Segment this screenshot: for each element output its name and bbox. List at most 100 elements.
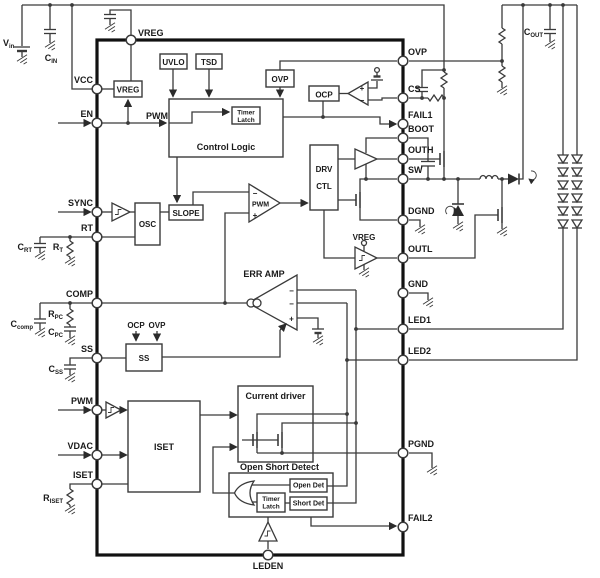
current-driver-label: Current driver bbox=[245, 391, 306, 401]
pin-label-cs: CS bbox=[408, 84, 421, 94]
err-amp-minus2: − bbox=[289, 300, 294, 309]
cpc-label: CPC bbox=[48, 327, 64, 339]
pin-gnd bbox=[397, 287, 409, 299]
drv-label: DRV bbox=[316, 165, 333, 174]
ocp-signal-label: OCP bbox=[127, 321, 145, 330]
open-det-label: Open Det bbox=[293, 483, 325, 490]
pin-en bbox=[91, 117, 103, 129]
pin-comp bbox=[91, 297, 103, 309]
pwm-comp-label: PWM bbox=[252, 202, 269, 209]
pin-label-vdac: VDAC bbox=[67, 441, 93, 451]
riset-label: RISET bbox=[43, 493, 63, 505]
pin-label-vreg: VREG bbox=[138, 28, 164, 38]
slope-block-label: SLOPE bbox=[172, 209, 200, 218]
ctl-label: CTL bbox=[316, 182, 332, 191]
timer2-label: Timer bbox=[262, 496, 280, 503]
pwm-comp-minus: − bbox=[253, 189, 258, 198]
block-labels: VREG UVLO TSD Control Logic Timer Latch … bbox=[117, 58, 376, 511]
pin-label-led2: LED2 bbox=[408, 346, 431, 356]
vreg-block-label: VREG bbox=[117, 86, 140, 95]
pin-vcc bbox=[91, 83, 103, 95]
ovp-block-label: OVP bbox=[272, 75, 290, 84]
timer-latch-block bbox=[231, 106, 261, 125]
pin-led2 bbox=[397, 354, 409, 366]
err-amp-minus1: − bbox=[289, 287, 294, 296]
pin-ovp bbox=[397, 55, 409, 67]
pin-label-iset: ISET bbox=[73, 470, 94, 480]
rt-resistor-label: RT bbox=[53, 242, 64, 254]
rpc-label: RPC bbox=[48, 309, 64, 321]
pin-pgnd bbox=[397, 447, 409, 459]
junction-dots bbox=[48, 3, 565, 455]
latch2-label: Latch bbox=[262, 504, 279, 511]
pin-vreg bbox=[125, 34, 137, 46]
pin-dgnd bbox=[397, 214, 409, 226]
ss-block-label: SS bbox=[139, 354, 150, 363]
control-logic-label: Control Logic bbox=[197, 142, 256, 152]
current-driver-block bbox=[237, 385, 314, 463]
iset-block bbox=[127, 400, 201, 493]
vin-label: Vin bbox=[3, 38, 15, 50]
ocp-comp-plus: + bbox=[360, 84, 365, 93]
cin-label: CIN bbox=[45, 53, 58, 65]
pin-label-pgnd: PGND bbox=[408, 439, 435, 449]
open-short-detect-label: Open Short Detect bbox=[240, 462, 319, 472]
pin-label-pwm: PWM bbox=[71, 396, 93, 406]
pin-label-sync: SYNC bbox=[68, 198, 94, 208]
osc-pwm-section bbox=[102, 157, 309, 303]
iset-block-label: ISET bbox=[154, 442, 175, 452]
tsd-block-label: TSD bbox=[201, 58, 217, 67]
pin-label-en: EN bbox=[80, 109, 93, 119]
pin-label-fail2: FAIL2 bbox=[408, 513, 433, 523]
pin-label-sw: SW bbox=[408, 165, 423, 175]
drv-ctl-block bbox=[309, 144, 339, 211]
err-amp-label: ERR AMP bbox=[243, 269, 284, 279]
input-supply-circuit bbox=[14, 4, 445, 90]
latch-label: Latch bbox=[237, 117, 254, 124]
ic-pins bbox=[91, 34, 409, 561]
pwm-comp-plus: + bbox=[253, 211, 258, 220]
crt-label: CRT bbox=[18, 242, 33, 254]
driver-section bbox=[323, 137, 397, 280]
pin-led1 bbox=[397, 323, 409, 335]
uvlo-block-label: UVLO bbox=[162, 58, 184, 67]
pin-fail1 bbox=[397, 118, 409, 130]
ccomp-label: Ccomp bbox=[10, 319, 33, 331]
pin-label-outh: OUTH bbox=[408, 145, 434, 155]
component-labels: Vin CIN COUT CRT RT Ccomp RPC CPC CSS RI… bbox=[3, 27, 543, 505]
left-external-components bbox=[34, 118, 92, 517]
pin-label-ovp: OVP bbox=[408, 47, 427, 57]
pin-iset bbox=[91, 478, 103, 490]
internal-wiring-top bbox=[92, 45, 398, 129]
pin-label-dgnd: DGND bbox=[408, 206, 435, 216]
timer-label: Timer bbox=[237, 110, 255, 117]
osc-block-label: OSC bbox=[139, 220, 157, 229]
short-det-label: Short Det bbox=[293, 501, 325, 508]
amp-signs: + − − + − − + bbox=[253, 84, 365, 324]
pin-labels: VCC EN SYNC RT COMP SS PWM VDAC ISET VRE… bbox=[66, 28, 435, 571]
osc-block bbox=[134, 202, 161, 246]
pin-rt bbox=[91, 231, 103, 243]
pin-label-leden: LEDEN bbox=[253, 561, 284, 571]
pin-label-comp: COMP bbox=[66, 289, 93, 299]
cout-label: COUT bbox=[524, 27, 544, 39]
soft-start-section bbox=[102, 331, 162, 359]
pin-sync bbox=[91, 206, 103, 218]
css-label: CSS bbox=[48, 364, 63, 376]
pin-ss bbox=[91, 352, 103, 364]
pin-sw bbox=[397, 173, 409, 185]
ocp-comp-minus: − bbox=[360, 96, 365, 105]
err-amp-plus: + bbox=[289, 315, 294, 324]
pin-outl bbox=[397, 252, 409, 264]
power-stage-external bbox=[409, 4, 583, 478]
pin-pwm bbox=[91, 404, 103, 416]
pin-leden bbox=[262, 549, 274, 561]
pin-label-rt: RT bbox=[81, 223, 93, 233]
vreg-drv-label: VREG bbox=[353, 233, 376, 242]
error-amp-section bbox=[102, 273, 397, 504]
pin-label-fail1: FAIL1 bbox=[408, 110, 433, 120]
pin-cs bbox=[397, 92, 409, 104]
pin-label-outl: OUTL bbox=[408, 244, 433, 254]
